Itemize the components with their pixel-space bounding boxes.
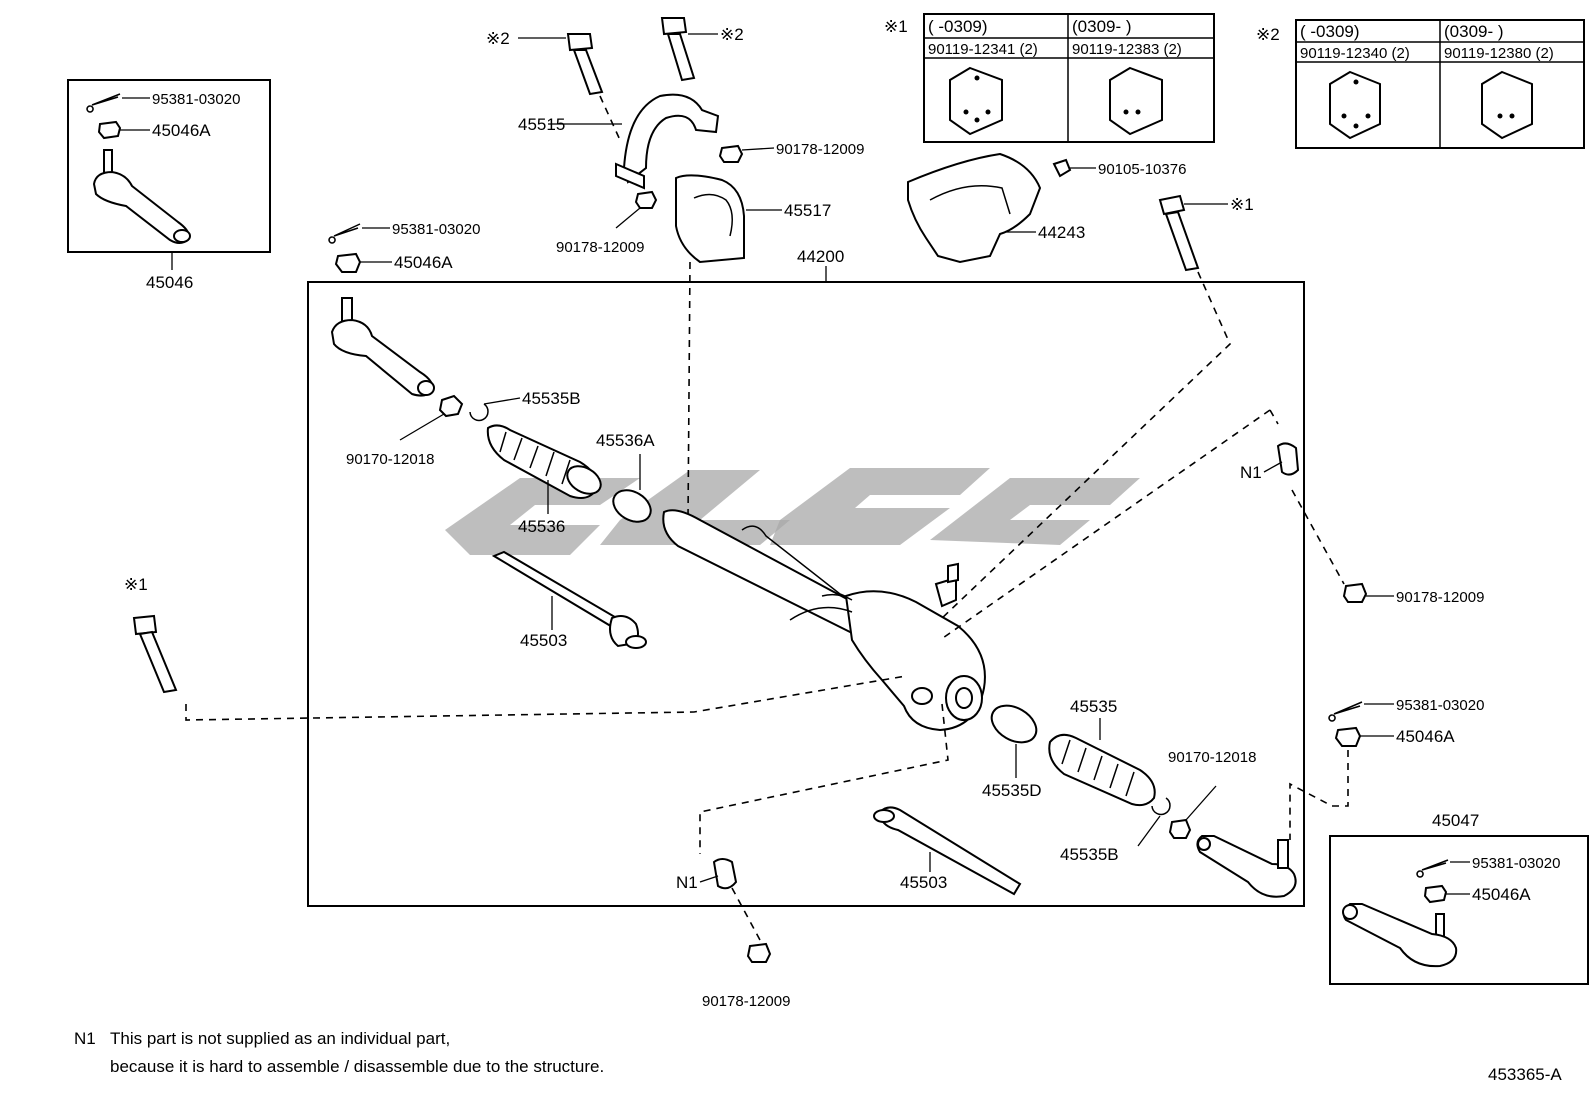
clip-label-lh: 45535B [522, 389, 581, 408]
table-2-col1-range: ( -0309) [1300, 22, 1360, 41]
table-2-col1-part: 90119-12340 (2) [1300, 45, 1410, 62]
rack-end-lh-label: 45503 [520, 631, 567, 650]
table-1-mark: ※1 [884, 17, 908, 36]
bolt-mark-1-top: ※1 [1230, 195, 1254, 214]
tie-rod-end-rh-box [1329, 835, 1589, 985]
castle-nut-label: 45046A [1396, 727, 1455, 746]
grommet-icon [675, 174, 745, 264]
castle-nut-icon [1423, 884, 1448, 904]
castle-nut-icon [97, 120, 122, 140]
n1-label-right: N1 [1240, 463, 1262, 482]
n1-label-bottom: N1 [676, 873, 698, 892]
table-1-col1-part: 90119-12341 (2) [928, 41, 1038, 58]
bolt-head-icon [1109, 66, 1163, 136]
bolt-icon [566, 33, 604, 96]
n1-part-icon [1276, 442, 1300, 476]
rack-assembly-frame [307, 281, 1305, 907]
clip-label-rh: 45535B [1060, 845, 1119, 864]
boot-rh-label: 45535 [1070, 697, 1117, 716]
tie-rod-end-lh-box [67, 79, 271, 253]
nut-icon [746, 942, 772, 963]
bolt-head-icon [1329, 70, 1381, 140]
cotter-pin-icon [1416, 859, 1449, 878]
bolt-icon [660, 17, 696, 82]
clamp-d-label: 45535D [982, 781, 1042, 800]
table-2-col2-part: 90119-12380 (2) [1444, 45, 1554, 62]
clamp-a-label: 45536A [596, 431, 655, 450]
insulator-label: 44243 [1038, 223, 1085, 242]
bolt-icon [1158, 194, 1200, 272]
bolt-head-icon [949, 66, 1003, 136]
bolt-icon [1052, 158, 1072, 178]
cotter-pin-label: 95381-03020 [152, 91, 240, 108]
note-n1-marker: N1 [74, 1029, 96, 1048]
cotter-pin-icon [328, 223, 361, 244]
rack-end-icon [491, 550, 647, 649]
cotter-pin-icon [86, 93, 121, 113]
tie-rod-end-icon [92, 149, 191, 244]
bracket-label: 45515 [518, 115, 565, 134]
steering-rack-housing-icon [662, 509, 986, 732]
insulator-icon [907, 152, 1042, 264]
tie-rod-end-rh-label: 45047 [1432, 811, 1479, 830]
table-1-col2-part: 90119-12383 (2) [1072, 41, 1182, 58]
reference-table-2: ※2 ( -0309) (0309- ) 90119-12340 (2) 901… [1256, 19, 1585, 149]
grommet-label: 45517 [784, 201, 831, 220]
lock-nut-icon [1168, 818, 1192, 839]
bolt-mark-2-right: ※2 [720, 25, 744, 44]
nut-right-label: 90178-12009 [1396, 589, 1484, 606]
lock-nut-icon [438, 394, 464, 418]
watermark-logo [445, 468, 1140, 555]
note-n1-line2: because it is hard to assemble / disasse… [110, 1057, 604, 1076]
lock-nut-label-rh: 90170-12018 [1168, 749, 1256, 766]
cotter-pin-label: 95381-03020 [1472, 855, 1560, 872]
castle-nut-label: 45046A [394, 253, 453, 272]
clamp-icon [612, 489, 652, 523]
table-2-mark: ※2 [1256, 25, 1280, 44]
castle-nut-label: 45046A [152, 121, 211, 140]
diagram-code: 453365-A [1488, 1065, 1562, 1084]
boot-icon [1048, 733, 1156, 807]
lock-nut-label-lh: 90170-12018 [346, 451, 434, 468]
cotter-pin-label: 95381-03020 [392, 221, 480, 238]
n1-part-icon [712, 858, 738, 890]
rack-end-rh-label: 45503 [900, 873, 947, 892]
castle-nut-icon [334, 252, 362, 273]
nut-icon [718, 144, 744, 163]
table-2-col2-range: (0309- ) [1444, 22, 1504, 41]
nut-top-label: 90178-12009 [776, 141, 864, 158]
bolt-mark-2-left: ※2 [486, 29, 510, 48]
boot-lh-label: 45536 [518, 517, 565, 536]
rack-end-icon [873, 806, 1022, 896]
nut-bottom-label: 90178-12009 [702, 993, 790, 1010]
clip-icon [469, 403, 489, 422]
boot-icon [486, 424, 602, 499]
nut-icon [1342, 582, 1368, 603]
cotter-pin-icon [1328, 701, 1363, 722]
bracket-icon [615, 93, 720, 190]
nut-icon [634, 190, 658, 209]
rack-assembly-label: 44200 [797, 247, 844, 266]
clamp-icon [990, 704, 1038, 744]
nut-bracket-label: 90178-12009 [556, 239, 644, 256]
castle-nut-label: 45046A [1472, 885, 1531, 904]
clip-icon [1151, 797, 1171, 816]
tie-rod-end-icon [330, 297, 435, 397]
castle-nut-icon [1334, 726, 1362, 747]
tie-rod-end-icon [1342, 903, 1458, 968]
table-1-col2-range: (0309- ) [1072, 17, 1132, 36]
reference-table-1: ※1 ( -0309) (0309- ) 90119-12341 (2) 901… [884, 13, 1215, 143]
bolt-head-icon [1481, 70, 1533, 140]
insulator-bolt-label: 90105-10376 [1098, 161, 1186, 178]
tie-rod-end-lh-label: 45046 [146, 273, 193, 292]
table-1-col1-range: ( -0309) [928, 17, 988, 36]
cotter-pin-label: 95381-03020 [1396, 697, 1484, 714]
bolt-icon [132, 614, 178, 694]
tie-rod-end-icon [1196, 835, 1297, 898]
bolt-mark-1-left: ※1 [124, 575, 148, 594]
note-n1-line1: This part is not supplied as an individu… [110, 1029, 450, 1048]
